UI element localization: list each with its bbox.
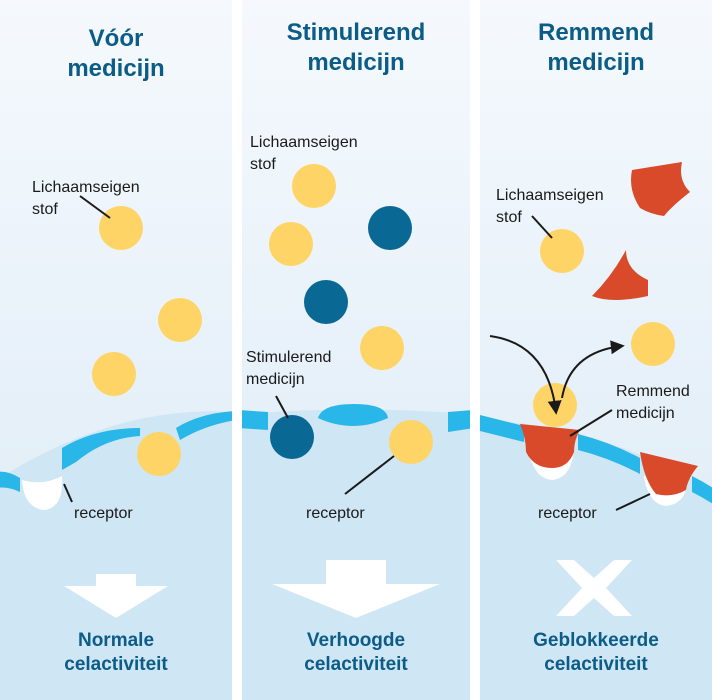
natural-substance-molecule bbox=[631, 322, 675, 366]
drug-label-line1: Stimulerend bbox=[246, 349, 331, 366]
membrane-segment bbox=[448, 410, 470, 432]
natural-substance-molecule bbox=[99, 206, 143, 250]
result-line2: celactiviteit bbox=[64, 654, 168, 675]
panel-title-line1: Stimulerend bbox=[287, 19, 426, 46]
membrane-segment bbox=[578, 434, 640, 474]
label-pointer-line bbox=[615, 493, 651, 511]
panel-title-line1: Remmend bbox=[538, 19, 654, 46]
drug-label-line2: medicijn bbox=[246, 371, 305, 388]
substance-label-line1: Lichaamseigen bbox=[496, 187, 604, 204]
natural-substance-molecule bbox=[269, 222, 313, 266]
stimulating-drug-molecule bbox=[368, 206, 412, 250]
wide-down-arrow-icon bbox=[272, 560, 440, 618]
label-pointer-line bbox=[531, 215, 553, 239]
result-line1: Normale bbox=[78, 630, 154, 651]
cell-interior bbox=[242, 409, 470, 700]
panel-title-line2: medicijn bbox=[547, 49, 644, 76]
drug-label-line2: medicijn bbox=[616, 405, 675, 422]
inhibiting-drug-molecule bbox=[640, 452, 698, 496]
natural-substance-molecule bbox=[540, 229, 584, 273]
inhibiting-drug-molecule bbox=[631, 162, 690, 216]
natural-substance-molecule bbox=[137, 432, 181, 476]
panel-before-medicine bbox=[0, 0, 232, 700]
substance-label-line1: Lichaamseigen bbox=[250, 134, 358, 151]
receptor-label: receptor bbox=[538, 505, 597, 522]
label-pointer-line bbox=[63, 483, 73, 503]
label-pointer-line bbox=[275, 395, 289, 419]
label-pointer-line bbox=[79, 195, 111, 219]
curved-arrow-icon bbox=[489, 335, 562, 415]
panel-title-line2: medicijn bbox=[67, 55, 164, 82]
receptor bbox=[22, 476, 63, 510]
membrane-segment bbox=[242, 410, 268, 430]
result-line1: Verhoogde bbox=[307, 630, 405, 651]
result-line2: celactiviteit bbox=[544, 654, 648, 675]
label-pointer-line bbox=[569, 409, 613, 437]
natural-substance-molecule bbox=[389, 420, 433, 464]
result-line1: Geblokkeerde bbox=[533, 630, 659, 651]
panel-stimulating-medicine bbox=[242, 0, 470, 700]
membrane-segment bbox=[176, 411, 232, 440]
drug-label-line1: Remmend bbox=[616, 383, 690, 400]
natural-substance-molecule bbox=[360, 326, 404, 370]
panel-title-line1: Vóór bbox=[89, 25, 144, 52]
down-arrow-icon bbox=[64, 574, 168, 618]
substance-label-line2: stof bbox=[32, 201, 58, 218]
inhibiting-drug-molecule bbox=[520, 424, 580, 468]
panel-inhibiting-medicine bbox=[480, 0, 712, 700]
membrane-segment bbox=[480, 415, 524, 442]
stimulating-drug-molecule bbox=[270, 415, 314, 459]
receptor-label: receptor bbox=[306, 505, 365, 522]
membrane-segment bbox=[0, 471, 20, 492]
curved-arrow-icon bbox=[561, 340, 625, 399]
stimulating-drug-molecule bbox=[304, 280, 348, 324]
membrane-segment bbox=[62, 428, 140, 470]
natural-substance-molecule bbox=[92, 352, 136, 396]
membrane-segment bbox=[318, 404, 388, 426]
label-pointer-line bbox=[344, 455, 395, 495]
substance-label-line1: Lichaamseigen bbox=[32, 179, 140, 196]
membrane-segment bbox=[692, 476, 712, 504]
natural-substance-molecule bbox=[158, 298, 202, 342]
result-line2: celactiviteit bbox=[304, 654, 408, 675]
inhibiting-drug-molecule bbox=[592, 250, 648, 300]
panel-title-line2: medicijn bbox=[307, 49, 404, 76]
natural-substance-molecule bbox=[292, 164, 336, 208]
substance-label-line2: stof bbox=[496, 209, 522, 226]
substance-label-line2: stof bbox=[250, 156, 276, 173]
cross-icon bbox=[556, 560, 632, 616]
receptor-label: receptor bbox=[74, 505, 133, 522]
